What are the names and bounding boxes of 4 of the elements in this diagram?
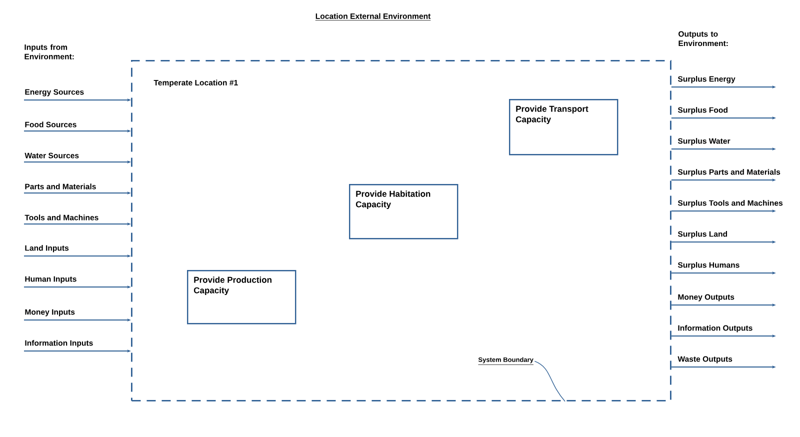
process-box: Provide Transport Capacity	[509, 99, 618, 156]
process-box: Provide Habitation Capacity	[349, 184, 458, 240]
process-box: Provide Production Capacity	[187, 270, 296, 324]
leader-line	[534, 360, 566, 402]
